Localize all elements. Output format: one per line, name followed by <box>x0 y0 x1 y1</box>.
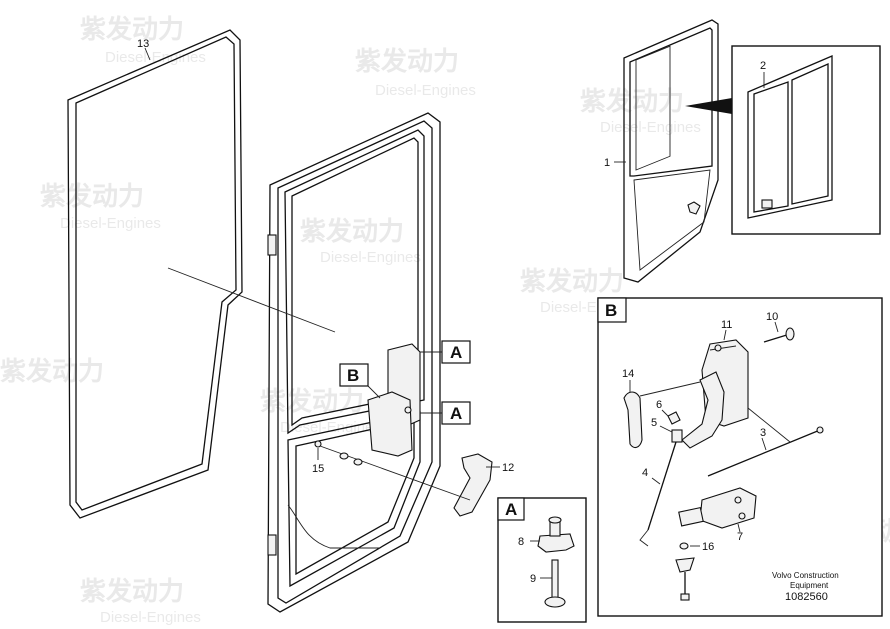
callout-11: 11 <box>721 319 732 331</box>
detail-ref-b-main: B <box>347 366 359 385</box>
drawing-number: 1082560 <box>785 591 828 603</box>
detail-ref-box-a-bottom <box>441 401 471 425</box>
detail-box-a-tag <box>497 497 525 521</box>
window-glass-part-2 <box>747 55 833 219</box>
detail-ref-box-b <box>339 363 369 387</box>
callout-13: 13 <box>137 38 149 50</box>
callout-16: 16 <box>702 541 714 553</box>
watermark-text: 紫发动力 <box>0 356 104 387</box>
watermark-text: 紫发动力 <box>355 46 459 77</box>
watermark-text: Diesel-Engines <box>600 119 701 136</box>
callout-10: 10 <box>766 311 778 323</box>
detail-box-part-2 <box>731 45 881 235</box>
link-part-14 <box>623 381 701 449</box>
callout-2: 2 <box>760 60 766 72</box>
watermark-text: Diesel-Engines <box>105 49 206 66</box>
leader-10 <box>774 321 779 333</box>
screw-part-10 <box>763 327 795 343</box>
lock-bolt <box>404 406 412 414</box>
callout-3: 3 <box>760 427 766 439</box>
leader-7 <box>737 523 741 533</box>
bolt-part-16 <box>675 542 695 601</box>
leader-3 <box>761 437 767 451</box>
callout-9: 9 <box>530 573 536 585</box>
lever-arm <box>681 371 725 449</box>
maker-name-line1: Volvo Construction <box>772 571 839 580</box>
callout-1: 1 <box>604 157 610 169</box>
bolt-part-9 <box>544 559 566 608</box>
watermark-text: Diesel-Engines <box>280 419 381 436</box>
watermark-text: Diesel-Engines <box>320 249 421 266</box>
zoom-pointer <box>685 98 732 114</box>
leader-11 <box>723 329 727 341</box>
callout-15: 15 <box>312 463 324 475</box>
leader-13 <box>144 47 151 61</box>
leader-4 <box>651 477 661 485</box>
rod-link <box>747 407 791 443</box>
callout-4: 4 <box>642 467 648 479</box>
watermark-text: 紫发动力 <box>80 576 184 607</box>
leader-5 <box>659 425 673 433</box>
hinge-top <box>267 234 277 256</box>
callout-6: 6 <box>656 399 662 411</box>
striker-part-8 <box>537 516 575 553</box>
callout-12: 12 <box>502 462 514 474</box>
watermark-text: Diesel-Engines <box>375 82 476 99</box>
detail-ref-box-a-top <box>441 340 471 364</box>
callout-5: 5 <box>651 417 657 429</box>
rod-part-3 <box>707 426 824 477</box>
door-complete-part-1 <box>623 19 719 283</box>
watermark-text: 紫发动力 <box>40 181 144 212</box>
rod-part-4 <box>639 441 677 547</box>
leader-seal-to-door <box>167 267 336 333</box>
door-assembly <box>267 112 441 613</box>
watermark-text: 紫发动力 <box>580 86 684 117</box>
screw-set-part-15 <box>314 440 471 501</box>
watermark-text: Diesel-Engines <box>60 215 161 232</box>
clip-part-6 <box>667 411 681 425</box>
detail-box-b-tag <box>597 297 627 323</box>
pin-part-5 <box>671 429 683 443</box>
outer-handle-part-12 <box>453 453 493 517</box>
detail-ref-a-top: A <box>450 343 462 362</box>
watermark-text: 紫发动力 <box>520 266 624 297</box>
latch-part-7 <box>678 487 757 529</box>
door-lock-assembly <box>367 343 421 457</box>
detail-ref-a-bottom: A <box>450 404 462 423</box>
leader-6 <box>661 409 669 417</box>
callout-8: 8 <box>518 536 524 548</box>
maker-name-line2: Equipment <box>790 581 829 590</box>
watermark-text: Diesel-Engines <box>100 609 201 626</box>
detail-box-a-letter: A <box>505 500 517 519</box>
hinge-bottom <box>267 534 277 556</box>
watermark-text: 紫发动力 <box>260 386 364 417</box>
callout-14: 14 <box>622 368 634 380</box>
watermark-text: 紫发动力 <box>80 14 184 45</box>
watermark-text: 紫发动力 <box>300 216 404 247</box>
detail-box-b-letter: B <box>605 301 617 320</box>
callout-7: 7 <box>737 531 743 543</box>
window-seal-part-13 <box>67 29 243 519</box>
